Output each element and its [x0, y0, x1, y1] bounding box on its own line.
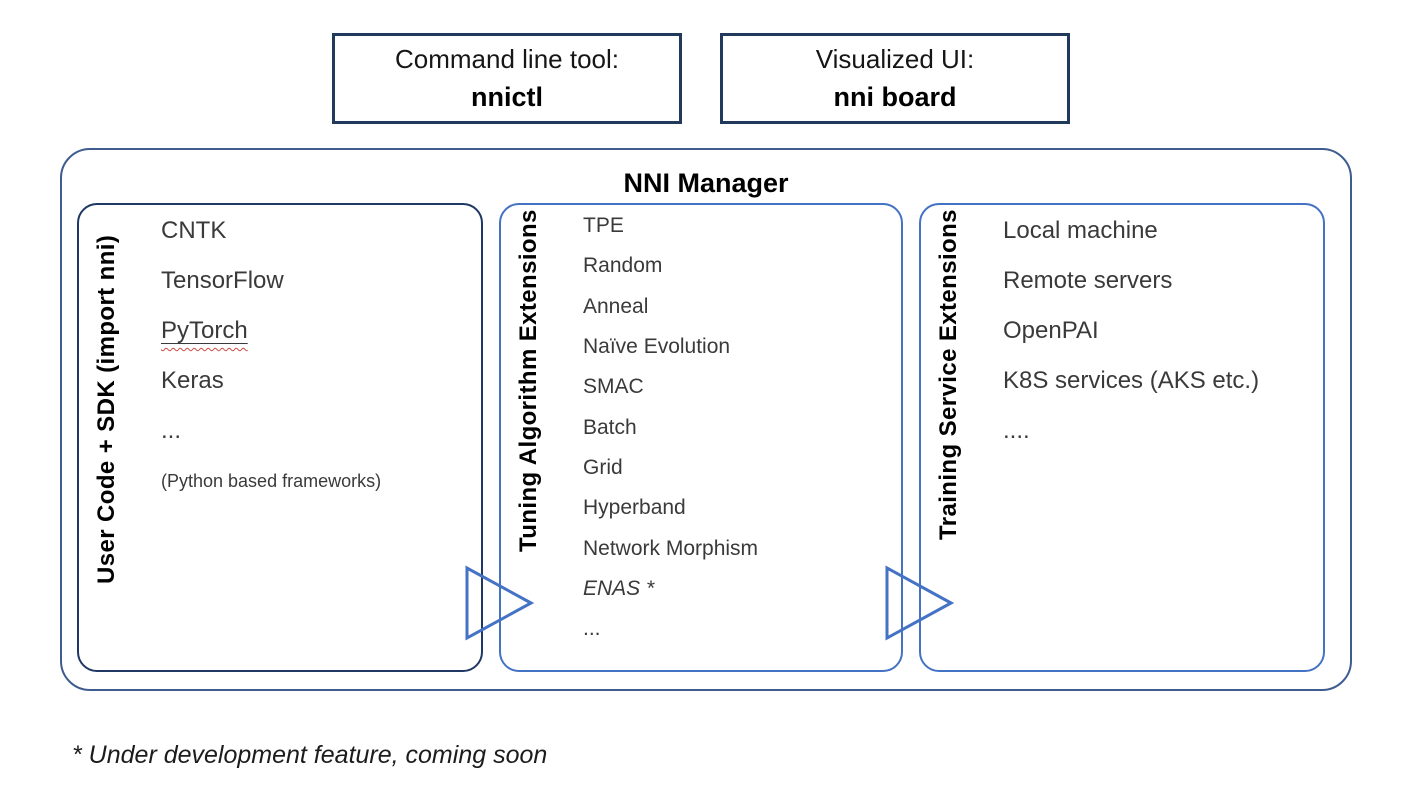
training-service-column: Training Service Extensions Local machin… [919, 203, 1325, 672]
footnote: * Under development feature, coming soon [72, 741, 548, 769]
list-item: CNTK [161, 217, 227, 244]
list-item: SMAC [583, 375, 644, 399]
list-item: ENAS * [583, 576, 655, 600]
command-line-tool-label: Command line tool: [395, 44, 619, 74]
list-item: Batch [583, 415, 637, 439]
list-item: Network Morphism [583, 536, 759, 560]
nni-manager-box [60, 148, 1352, 691]
list-item: Keras [161, 367, 224, 394]
list-item: Naïve Evolution [583, 335, 731, 359]
command-line-tool-box: Command line tool: nnictl [332, 33, 682, 124]
list-item: Grid [583, 455, 623, 479]
list-item: (Python based frameworks) [161, 470, 382, 491]
list-item: Remote servers [1003, 267, 1173, 294]
list-item: ... [583, 617, 601, 641]
list-item: OpenPAI [1003, 317, 1099, 344]
arrow-right-icon [885, 565, 954, 641]
user-code-item-list: CNTK TensorFlow PyTorch Keras ... (Pytho… [135, 205, 481, 670]
list-item: TensorFlow [161, 267, 284, 294]
arrow-right-icon [465, 565, 534, 641]
list-item: Local machine [1003, 217, 1158, 244]
nni-manager-title: NNI Manager [623, 168, 789, 198]
list-item: Anneal [583, 294, 649, 318]
user-code-column: User Code + SDK (import nni) CNTK Tensor… [77, 203, 483, 672]
training-service-item-list: Local machine Remote servers OpenPAI K8S… [977, 205, 1323, 670]
nnictl-label: nnictl [471, 82, 543, 112]
user-code-column-label: User Code + SDK (import nni) [93, 235, 120, 585]
list-item: Hyperband [583, 496, 686, 520]
list-item: TPE [583, 214, 624, 238]
list-item: Random [583, 254, 663, 278]
tuning-algorithm-column: Tuning Algorithm Extensions TPE Random A… [499, 203, 903, 672]
list-item: .... [1003, 417, 1030, 444]
visualized-ui-label: Visualized UI: [815, 44, 975, 74]
nni-board-label: nni board [833, 82, 957, 112]
tuning-algorithm-item-list: TPE Random Anneal Naïve Evolution SMAC B… [557, 205, 901, 670]
misspelled-word: PyTorch [161, 317, 248, 344]
user-code-label-strip: User Code + SDK (import nni) [79, 205, 135, 670]
list-item: ... [161, 417, 182, 444]
list-item: K8S services (AKS etc.) [1003, 367, 1260, 394]
list-item: PyTorch [161, 306, 481, 356]
visualized-ui-box: Visualized UI: nni board [720, 33, 1070, 124]
